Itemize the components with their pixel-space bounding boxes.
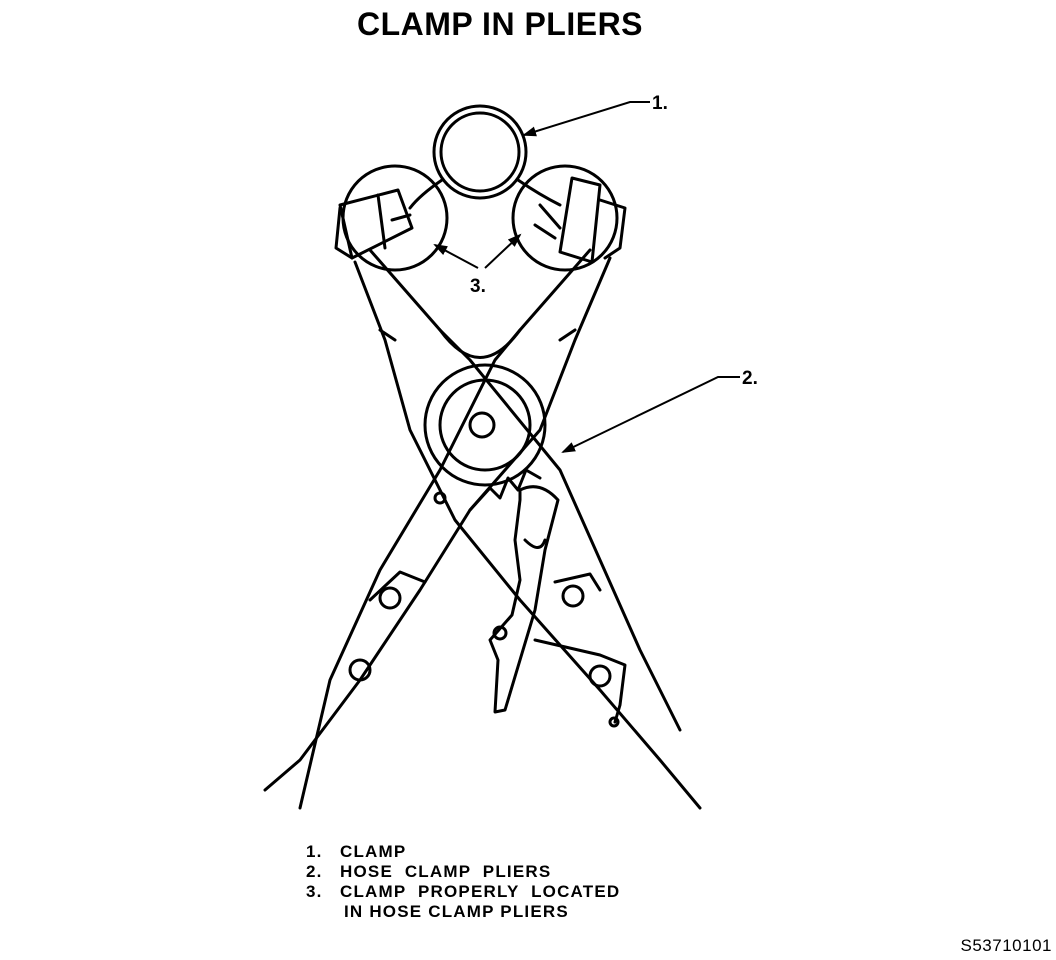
rivet <box>348 658 372 682</box>
pivot-hub-inner <box>438 378 532 472</box>
legend-item: 3. CLAMP PROPERLY LOCATED <box>306 882 620 902</box>
legend-number: 2. <box>306 862 323 881</box>
callout-1-leader <box>522 101 650 137</box>
legend-text: HOSE CLAMP PLIERS <box>340 862 552 881</box>
legend-item: 1. CLAMP <box>306 842 620 862</box>
callout-1-label: 1. <box>652 93 668 114</box>
rivet <box>588 664 612 688</box>
callout-2-leader <box>561 376 740 453</box>
rivet <box>378 586 402 610</box>
callout-3-leader-right <box>484 233 522 269</box>
pivot-hub-outer <box>423 363 547 487</box>
ratchet-teeth <box>468 468 542 512</box>
callout-3-label: 3. <box>470 276 486 297</box>
clamp-ring-outer <box>432 104 528 200</box>
figure-id: S53710101 <box>960 936 1052 955</box>
legend-item: 2. HOSE CLAMP PLIERS <box>306 862 620 882</box>
legend-number: 1. <box>306 842 323 861</box>
legend-text: CLAMP PROPERLY LOCATED <box>340 882 621 901</box>
figure-title: CLAMP IN PLIERS <box>356 6 644 42</box>
left-handle-inner <box>368 248 682 732</box>
legend-number: 3. <box>306 882 323 901</box>
callout-2-label: 2. <box>742 368 758 389</box>
pivot-pin <box>468 411 496 439</box>
legend: 1. CLAMP 2. HOSE CLAMP PLIERS 3. CLAMP P… <box>306 842 620 922</box>
left-handle-outline <box>353 260 702 810</box>
rivet <box>561 584 585 608</box>
right-jaw-detail <box>511 164 619 272</box>
spring-wire <box>533 638 627 724</box>
clamp-ring-inner <box>439 111 521 193</box>
legend-continuation: IN HOSE CLAMP PLIERS <box>344 902 569 921</box>
release-lever <box>488 485 560 714</box>
legend-text: CLAMP <box>340 842 407 861</box>
right-handle-outline <box>263 256 612 792</box>
callout-3-leader-left <box>433 244 479 269</box>
